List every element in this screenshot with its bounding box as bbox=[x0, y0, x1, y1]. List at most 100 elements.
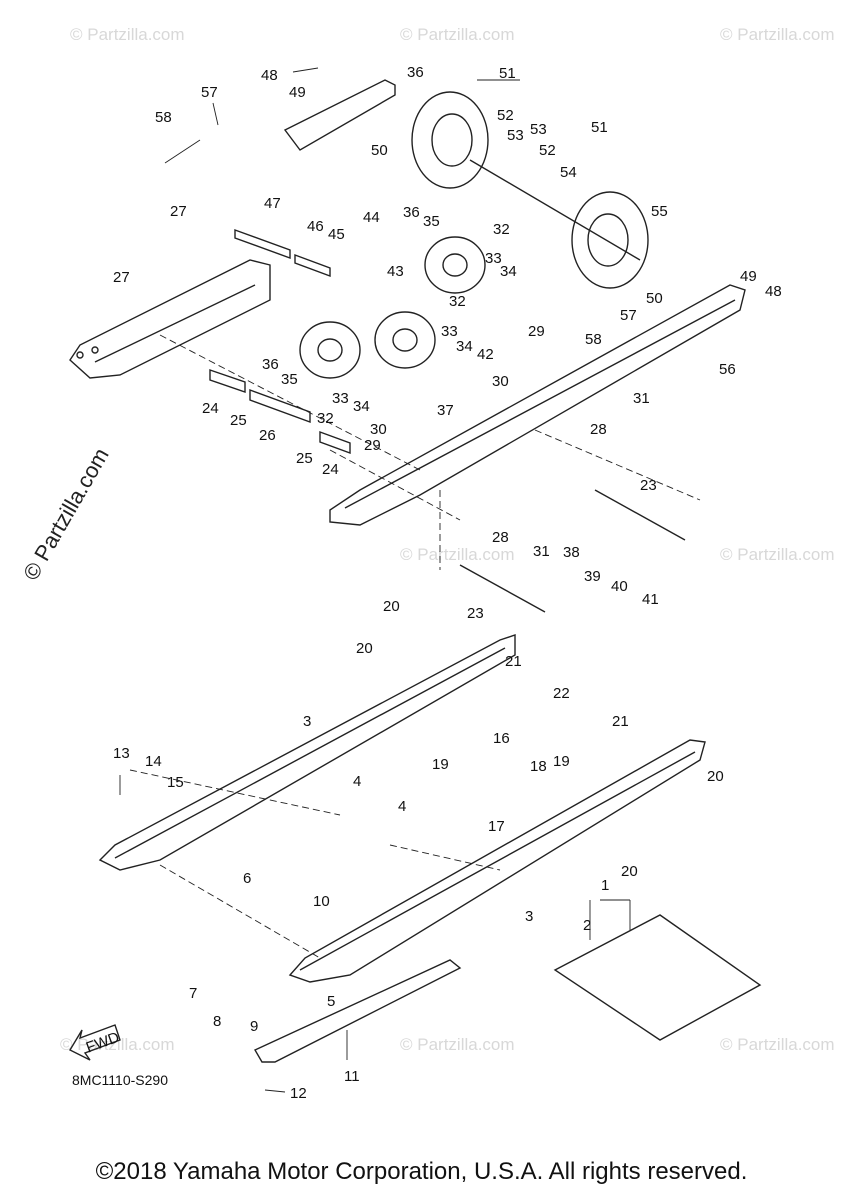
callout: 38 bbox=[563, 544, 580, 561]
callout: 48 bbox=[261, 67, 278, 84]
callout: 20 bbox=[621, 863, 638, 880]
callout: 5 bbox=[327, 993, 335, 1010]
callout: 32 bbox=[493, 221, 510, 238]
callout: 44 bbox=[363, 209, 380, 226]
callout: 27 bbox=[170, 203, 187, 220]
callout: 1 bbox=[601, 877, 609, 894]
upper-right-rail bbox=[329, 284, 746, 526]
callout: 21 bbox=[505, 653, 522, 670]
callout-labels: 1 2 3 3 4 4 5 6 7 8 9 10 11 12 13 14 15 … bbox=[113, 64, 782, 1102]
callout: 22 bbox=[553, 685, 570, 702]
callout: 36 bbox=[403, 204, 420, 221]
callout: 7 bbox=[189, 985, 197, 1002]
callout: 24 bbox=[202, 400, 219, 417]
callout: 27 bbox=[113, 269, 130, 286]
callout: 3 bbox=[303, 713, 311, 730]
callout: 57 bbox=[620, 307, 637, 324]
callout: 23 bbox=[467, 605, 484, 622]
callout: 32 bbox=[317, 410, 334, 427]
callout: 56 bbox=[719, 361, 736, 378]
callout: 15 bbox=[167, 774, 184, 791]
callout: 28 bbox=[492, 529, 509, 546]
callout: 36 bbox=[407, 64, 424, 81]
callout: 2 bbox=[583, 917, 591, 934]
callout: 25 bbox=[230, 412, 247, 429]
lower-left-rail bbox=[98, 634, 516, 871]
callout: 24 bbox=[322, 461, 339, 478]
callout: 51 bbox=[591, 119, 608, 136]
callout: 28 bbox=[590, 421, 607, 438]
callout: 34 bbox=[500, 263, 517, 280]
callout: 33 bbox=[332, 390, 349, 407]
callout: 13 bbox=[113, 745, 130, 762]
callout: 40 bbox=[611, 578, 628, 595]
callout: 46 bbox=[307, 218, 324, 235]
callout: 20 bbox=[707, 768, 724, 785]
callout: 17 bbox=[488, 818, 505, 835]
callout: 43 bbox=[387, 263, 404, 280]
callout: 39 bbox=[584, 568, 601, 585]
callout: 52 bbox=[497, 107, 514, 124]
callout: 53 bbox=[530, 121, 547, 138]
callout: 34 bbox=[456, 338, 473, 355]
svg-text:© Partzilla.com: © Partzilla.com bbox=[400, 1035, 515, 1054]
callout: 47 bbox=[264, 195, 281, 212]
callout: 31 bbox=[533, 543, 550, 560]
callout: 50 bbox=[646, 290, 663, 307]
callout: 35 bbox=[281, 371, 298, 388]
callout: 55 bbox=[651, 203, 668, 220]
callout: 53 bbox=[507, 127, 524, 144]
svg-text:© Partzilla.com: © Partzilla.com bbox=[400, 545, 515, 564]
slide-rail bbox=[254, 959, 462, 1063]
callout: 30 bbox=[492, 373, 509, 390]
callout: 30 bbox=[370, 421, 387, 438]
callout: 42 bbox=[477, 346, 494, 363]
callout: 23 bbox=[640, 477, 657, 494]
lower-right-rail bbox=[288, 739, 706, 983]
callout: 35 bbox=[423, 213, 440, 230]
callout: 12 bbox=[290, 1085, 307, 1102]
idler-wheels-middle bbox=[299, 236, 486, 379]
idler-wheel-upper bbox=[411, 91, 649, 289]
callout: 4 bbox=[353, 773, 361, 790]
upper-dashed-lines bbox=[159, 334, 701, 570]
callout: 32 bbox=[449, 293, 466, 310]
svg-text:© Partzilla.com: © Partzilla.com bbox=[400, 25, 515, 44]
callout: 58 bbox=[155, 109, 172, 126]
svg-text:© Partzilla.com: © Partzilla.com bbox=[60, 1035, 175, 1054]
leader-lines bbox=[119, 67, 631, 1093]
shafts bbox=[209, 229, 686, 613]
upper-left-rail bbox=[69, 79, 396, 379]
svg-text:© Partzilla.com: © Partzilla.com bbox=[720, 25, 835, 44]
callout: 11 bbox=[344, 1068, 360, 1085]
callout: 58 bbox=[585, 331, 602, 348]
callout: 49 bbox=[289, 84, 306, 101]
diagram-code: 8MC1110-S290 bbox=[72, 1072, 168, 1088]
callout: 9 bbox=[250, 1018, 258, 1035]
callout: 26 bbox=[259, 427, 276, 444]
callout: 29 bbox=[364, 437, 381, 454]
watermarks: © Partzilla.com © Partzilla.com © Partzi… bbox=[60, 25, 835, 1054]
callout: 6 bbox=[243, 870, 251, 887]
callout: 57 bbox=[201, 84, 218, 101]
callout: 48 bbox=[765, 283, 782, 300]
callout: 49 bbox=[740, 268, 757, 285]
callout: 33 bbox=[441, 323, 458, 340]
callout: 37 bbox=[437, 402, 454, 419]
track-clips bbox=[553, 914, 762, 1041]
callout: 19 bbox=[432, 756, 449, 773]
svg-text:© Partzilla.com: © Partzilla.com bbox=[720, 545, 835, 564]
callout: 25 bbox=[296, 450, 313, 467]
svg-text:© Partzilla.com: © Partzilla.com bbox=[720, 1035, 835, 1054]
callout: 54 bbox=[560, 164, 577, 181]
callout: 19 bbox=[553, 753, 570, 770]
callout: 4 bbox=[398, 798, 406, 815]
callout: 20 bbox=[383, 598, 400, 615]
callout: 41 bbox=[642, 591, 659, 608]
callout: 34 bbox=[353, 398, 370, 415]
callout: 20 bbox=[356, 640, 373, 657]
callout: 31 bbox=[633, 390, 650, 407]
callout: 8 bbox=[213, 1013, 221, 1030]
callout: 10 bbox=[313, 893, 330, 910]
